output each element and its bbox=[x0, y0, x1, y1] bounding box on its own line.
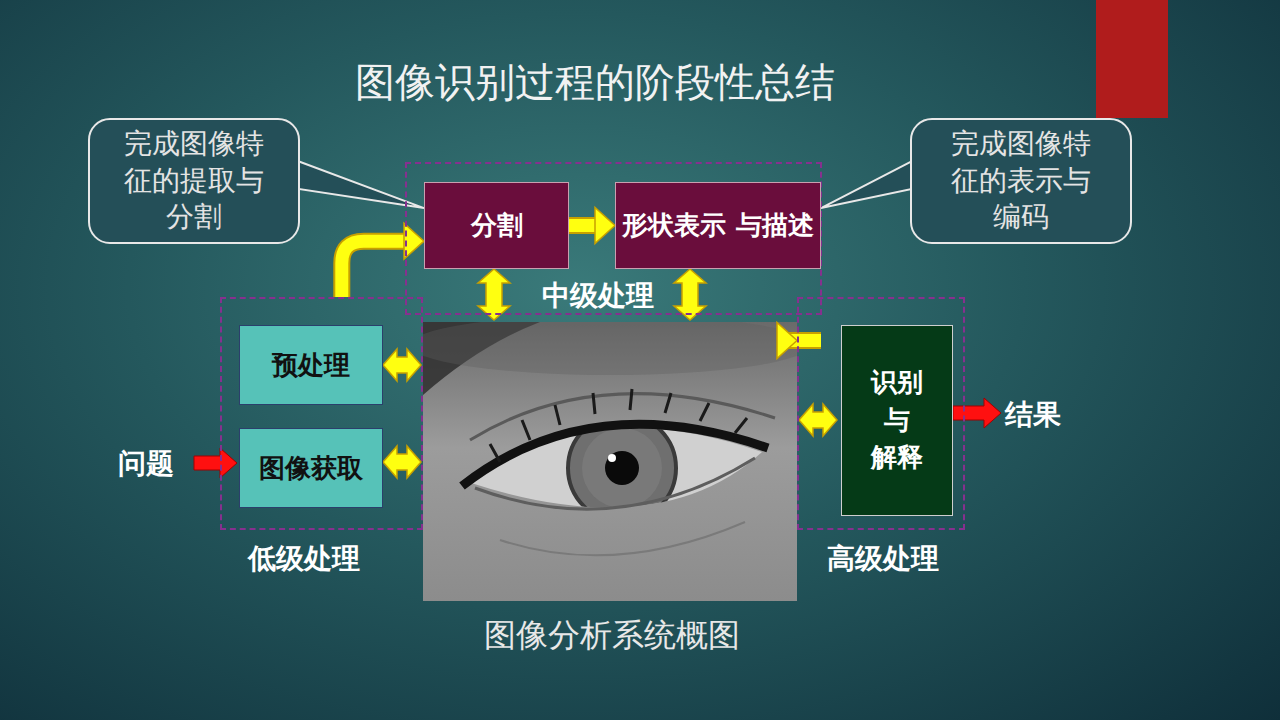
box-text: 完成图像特征的提取与分割 bbox=[121, 126, 267, 235]
process-box: 预处理 bbox=[239, 325, 383, 405]
image-links bbox=[383, 269, 837, 478]
box-text: 识别 与 解释 bbox=[865, 364, 929, 477]
stage-label: 中级处理 bbox=[542, 277, 654, 315]
callout-bubble: 完成图像特征的提取与分割 bbox=[88, 118, 300, 244]
process-box: 图像获取 bbox=[239, 428, 383, 508]
io-label: 问题 bbox=[118, 445, 174, 483]
input-arrow bbox=[194, 448, 237, 478]
slide-title: 图像识别过程的阶段性总结 bbox=[0, 55, 1190, 110]
flow-arrow bbox=[342, 223, 424, 297]
output-arrow bbox=[953, 398, 1001, 428]
box-text: 分割 bbox=[471, 209, 523, 243]
callout-pointer bbox=[821, 161, 913, 208]
stage-label: 高级处理 bbox=[827, 540, 939, 578]
box-text: 图像获取 bbox=[259, 451, 363, 486]
arrow-outline bbox=[342, 241, 406, 297]
callout-bubble: 完成图像特征的表示与编码 bbox=[910, 118, 1132, 244]
process-box: 形状表示 与描述 bbox=[615, 182, 821, 269]
arrow-shaft bbox=[569, 219, 597, 232]
io-label: 结果 bbox=[1005, 396, 1061, 434]
iris-ring bbox=[582, 428, 662, 508]
process-box: 分割 bbox=[424, 182, 569, 269]
process-box: 识别 与 解释 bbox=[841, 325, 953, 516]
arrow-head bbox=[404, 223, 424, 259]
double-arrow bbox=[383, 349, 421, 381]
double-arrow bbox=[383, 446, 421, 478]
lower-lid bbox=[475, 458, 755, 509]
double-arrow bbox=[478, 269, 510, 320]
box-text: 形状表示 与描述 bbox=[622, 209, 813, 243]
highlight bbox=[608, 454, 616, 462]
pupil bbox=[605, 451, 639, 485]
flow-arrow bbox=[777, 323, 821, 359]
figure-caption: 图像分析系统概图 bbox=[312, 614, 912, 658]
corner-bar bbox=[1096, 0, 1168, 118]
arrow-head bbox=[777, 323, 797, 359]
stage-region: 高级处理识别 与 解释 bbox=[797, 297, 965, 530]
lashes bbox=[490, 389, 747, 462]
arrow-outline bbox=[569, 217, 597, 234]
brow-shadow bbox=[423, 322, 797, 375]
box-text: 完成图像特征的表示与编码 bbox=[948, 126, 1094, 235]
flow-arrow bbox=[569, 208, 615, 244]
stage-region: 中级处理分割 形状表示 与描述 bbox=[405, 162, 822, 315]
under-eye-crease bbox=[500, 522, 745, 555]
stage-region: 低级处理预处理图像获取 bbox=[220, 297, 423, 530]
box-text: 预处理 bbox=[272, 348, 350, 383]
eye-photo bbox=[423, 322, 797, 601]
double-arrow bbox=[674, 269, 706, 320]
arrow-shaft bbox=[342, 241, 406, 297]
pointer-wedge bbox=[821, 161, 913, 208]
double-arrow bbox=[799, 404, 837, 436]
eye-white bbox=[468, 428, 762, 507]
stage-label: 低级处理 bbox=[248, 540, 360, 578]
arrow-head bbox=[595, 208, 615, 244]
